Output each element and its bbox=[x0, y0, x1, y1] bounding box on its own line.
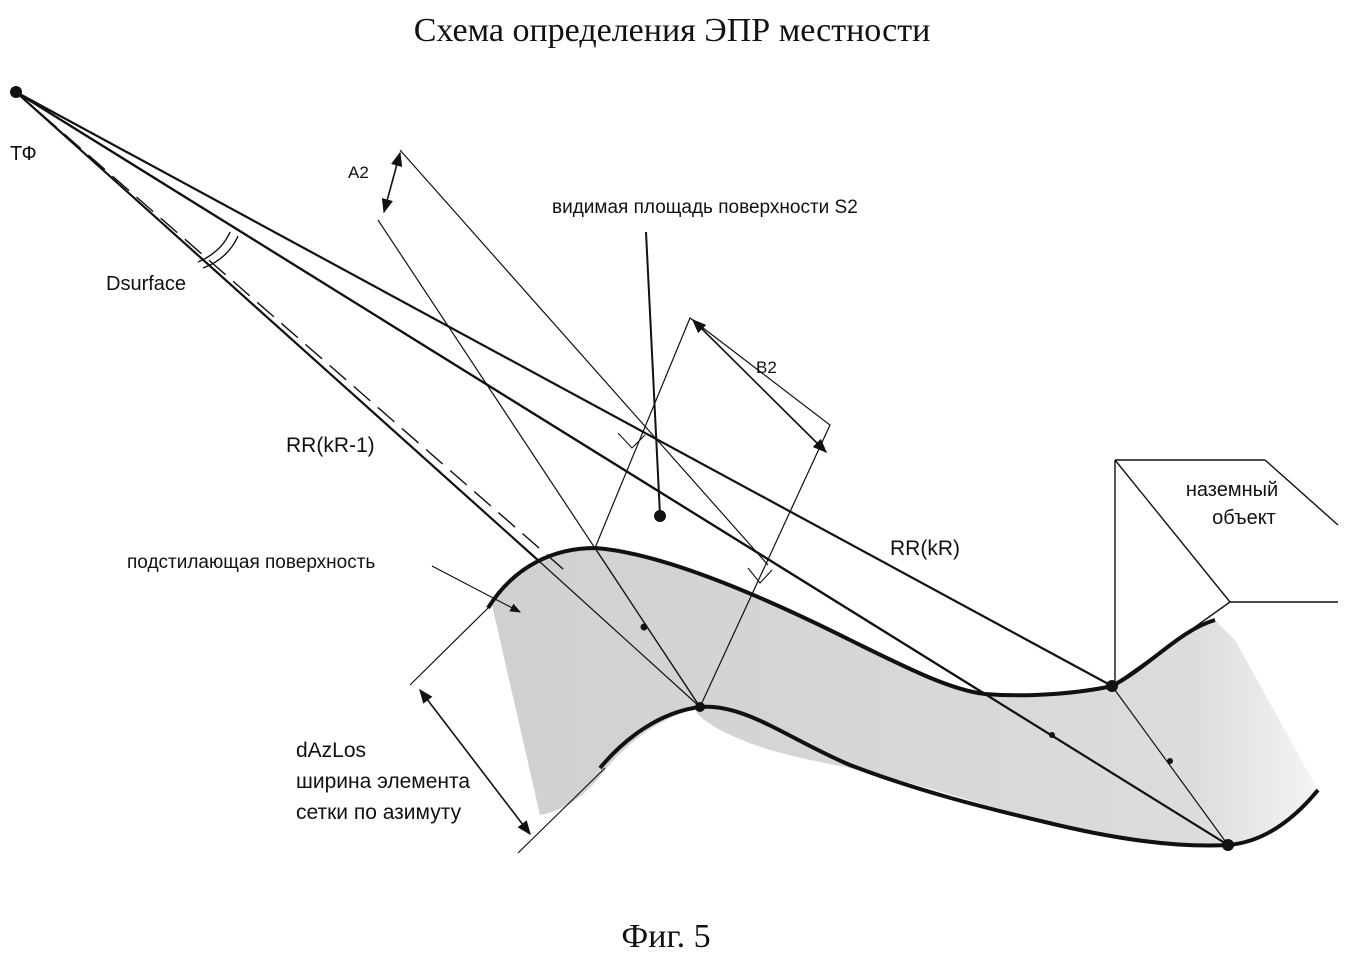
rr-km1-label: RR(kR-1) bbox=[286, 434, 375, 457]
tf-label: ТФ bbox=[10, 143, 37, 165]
ground-object-label-1: наземный bbox=[1186, 479, 1278, 501]
surface-point-2 bbox=[695, 702, 705, 712]
surface-point-1 bbox=[641, 624, 648, 631]
visible-area-label: видимая площадь поверхности S2 bbox=[552, 197, 858, 218]
visible-area-dot bbox=[654, 510, 666, 522]
dazlos-label-3: сетки по азимуту bbox=[296, 801, 462, 824]
figure-caption: Фиг. 5 bbox=[621, 918, 710, 954]
a2-dimension-arrow bbox=[384, 153, 400, 212]
b2-label: B2 bbox=[756, 358, 777, 377]
surface-point-5 bbox=[1167, 758, 1173, 764]
diagram-title: Схема определения ЭПР местности bbox=[414, 12, 931, 49]
surface-point-4 bbox=[1222, 839, 1234, 851]
dsurface-arc-2 bbox=[198, 232, 230, 262]
a2-label: A2 bbox=[348, 163, 369, 182]
visible-area-pointer bbox=[646, 232, 660, 515]
rr-k-label: RR(kR) bbox=[890, 537, 960, 560]
underlying-surface-label: подстилающая поверхность bbox=[127, 552, 375, 573]
dsurface-label: Dsurface bbox=[106, 273, 186, 295]
tf-point bbox=[10, 86, 22, 98]
surface-point-3 bbox=[1106, 680, 1118, 692]
underlying-surface-area bbox=[492, 548, 1318, 845]
b2-dimension-arrow bbox=[693, 320, 826, 452]
dazlos-label-1: dAzLos bbox=[296, 739, 366, 762]
surface-point-6 bbox=[1049, 732, 1055, 738]
dazlos-label-2: ширина элемента bbox=[296, 770, 470, 793]
ground-object-label-2: объект bbox=[1212, 507, 1276, 529]
